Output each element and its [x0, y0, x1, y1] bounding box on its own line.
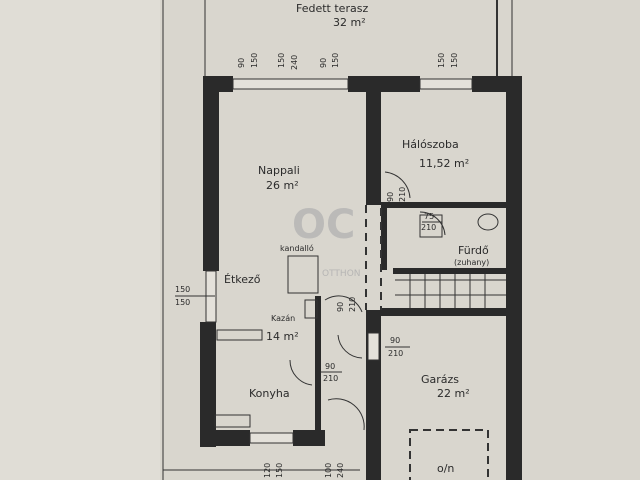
toilet: [477, 213, 499, 231]
bedroom-area: 11,52 m²: [419, 157, 469, 170]
svg-text:210: 210: [323, 374, 338, 383]
paper-margin: [0, 0, 160, 480]
svg-text:150: 150: [250, 53, 259, 68]
svg-text:210: 210: [388, 349, 403, 358]
door-swings: [289, 171, 446, 431]
svg-text:90: 90: [336, 302, 345, 312]
svg-text:120: 120: [263, 463, 272, 478]
bath-note: (zuhany): [454, 258, 489, 267]
svg-text:90: 90: [237, 58, 246, 68]
bedroom-name: Hálószoba: [402, 138, 459, 151]
walls: [200, 76, 522, 480]
bath-name: Fürdő: [458, 244, 489, 257]
shower: [419, 214, 443, 238]
kitchen-name: Konyha: [249, 387, 290, 400]
living-name: Nappali: [258, 164, 300, 177]
svg-text:210: 210: [348, 297, 357, 312]
watermark-logo: OC: [292, 202, 355, 248]
svg-text:90: 90: [390, 336, 400, 345]
garage-area: 22 m²: [437, 387, 470, 400]
boiler: [304, 299, 318, 319]
watermark-text: OTTHON: [322, 269, 361, 279]
svg-text:150: 150: [277, 53, 286, 68]
svg-text:210: 210: [421, 223, 436, 232]
stove: [214, 414, 251, 428]
dining-name: Étkező: [224, 273, 261, 286]
svg-text:90: 90: [319, 58, 328, 68]
staircase: [395, 274, 506, 308]
kitchen-counter: [216, 329, 263, 341]
fireplace: [287, 255, 319, 294]
svg-text:150: 150: [331, 53, 340, 68]
svg-text:210: 210: [398, 187, 407, 202]
opening-dimensions: 90 150 150 240 90 150 150 150 90 210 100…: [175, 53, 459, 478]
garage-name: Garázs: [421, 373, 459, 386]
living-area: 26 m²: [266, 179, 299, 192]
svg-text:240: 240: [336, 463, 345, 478]
svg-text:150: 150: [437, 53, 446, 68]
svg-text:240: 240: [290, 55, 299, 70]
terrace-area: 32 m²: [333, 16, 366, 29]
boiler-label: Kazán: [271, 314, 295, 323]
svg-text:90: 90: [325, 362, 335, 371]
kitchen-area: 14 m²: [266, 330, 299, 343]
svg-text:150: 150: [450, 53, 459, 68]
svg-text:100: 100: [324, 463, 333, 478]
svg-text:150: 150: [175, 298, 190, 307]
svg-text:150: 150: [175, 285, 190, 294]
car-outline: [409, 429, 489, 480]
svg-text:75: 75: [424, 212, 434, 221]
fireplace-label: kandalló: [280, 243, 314, 253]
terrace-name: Fedett terasz: [296, 2, 368, 15]
car-label: o/n: [437, 462, 454, 475]
svg-text:90: 90: [386, 192, 395, 202]
svg-text:150: 150: [275, 463, 284, 478]
